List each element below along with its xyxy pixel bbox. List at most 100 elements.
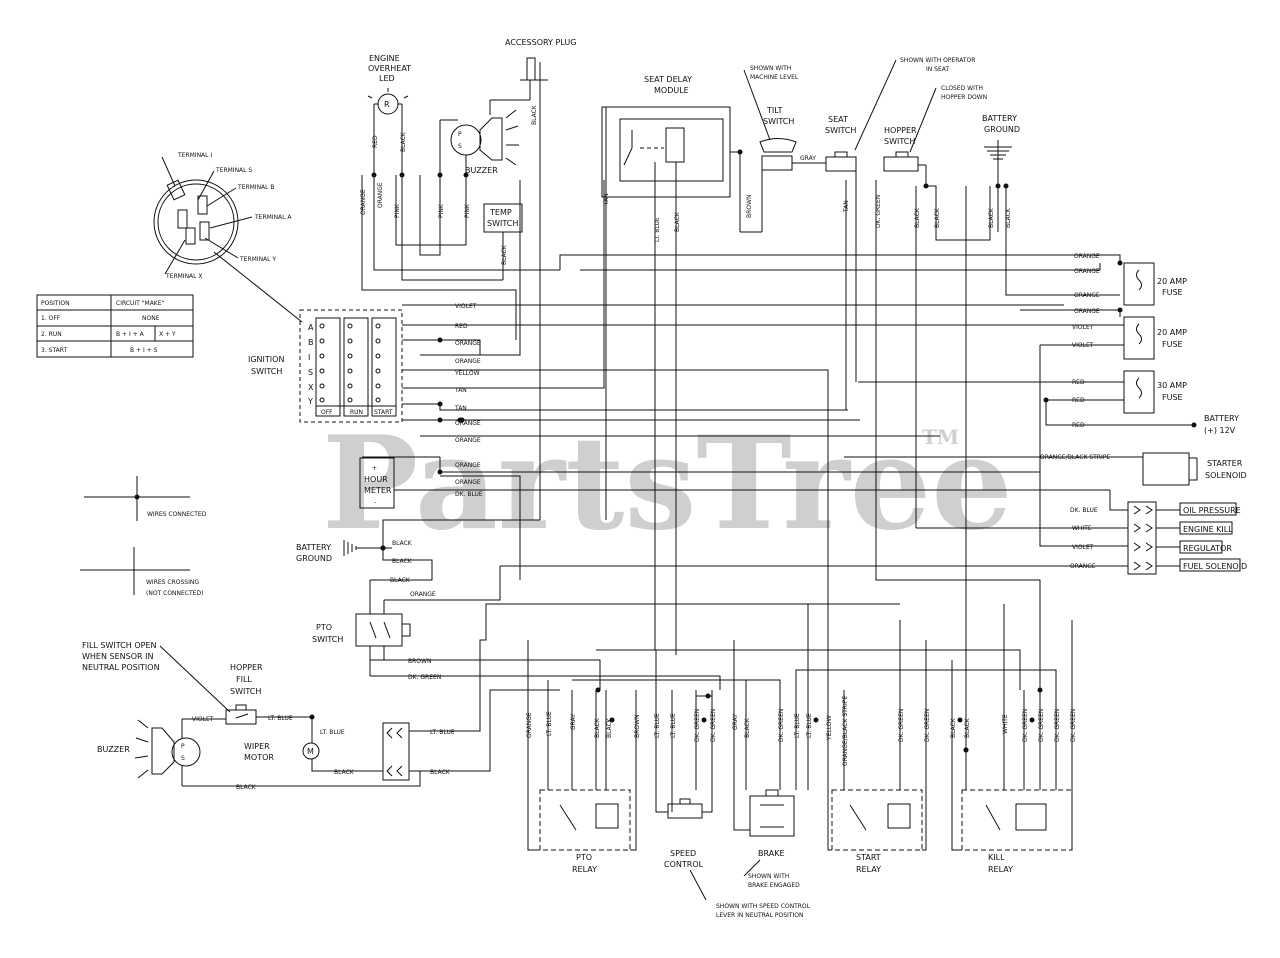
temp-switch-label-2: SWITCH — [487, 219, 518, 228]
wire-label-v_black8: BLACK — [1005, 207, 1012, 228]
wire-label-v_orange2: ORANGE — [377, 182, 384, 208]
wire-label-w_orange1: ORANGE — [455, 340, 481, 347]
wire-label-r_violet3: VIOLET — [1072, 544, 1094, 551]
ig-contact — [375, 338, 381, 344]
ig-contact — [319, 368, 325, 374]
pto-relay-label-2: RELAY — [572, 865, 597, 874]
fuse-block-2 — [1123, 316, 1155, 360]
hopper-switch — [883, 87, 937, 186]
wire-label-v_black2: BLACK — [531, 104, 538, 125]
wire-label-b_ltblue2: LT. BLUE — [654, 713, 661, 738]
wire-label-v_gray: GRAY — [800, 155, 816, 162]
buzzer-p: P — [458, 131, 462, 138]
temp-switch — [483, 203, 523, 280]
led-label-2: OVERHEAT — [368, 64, 411, 73]
wire-orange-b — [420, 180, 521, 356]
table-row-run: 2. RUN — [41, 331, 62, 338]
ig-contact — [375, 353, 381, 359]
table-cell-run-1: B + I + A — [116, 331, 145, 338]
fuse-block-3 — [1123, 370, 1155, 414]
wire-label-w_black3: BLACK — [390, 577, 411, 584]
brake-label: BRAKE — [758, 849, 785, 858]
wire-label-v_black7: BLACK — [988, 207, 995, 228]
wire-label-v_black5: BLACK — [914, 207, 921, 228]
wire-relay-top — [572, 679, 781, 690]
wire-orange-bus-3 — [1005, 186, 1120, 296]
speed-control-label-2: CONTROL — [664, 860, 704, 869]
wiper-motor — [302, 742, 320, 760]
wire-label-b_dkgreen3: DK. GREEN — [778, 709, 785, 742]
start-relay-label-1: START — [856, 853, 881, 862]
hopper-switch-label-1: HOPPER — [884, 126, 917, 135]
junction-dot — [463, 172, 469, 178]
accessory-plug — [490, 57, 548, 520]
wire-yellow — [402, 369, 829, 690]
ig-contact — [319, 397, 325, 403]
wire-label-b_dkgreen4: DK. GREEN — [898, 709, 905, 742]
wire-label-v_dkgreen: DK. GREEN — [875, 195, 882, 228]
ignition-switch-block — [299, 309, 403, 423]
wire-orange-a — [402, 339, 481, 355]
conn-regulator: REGULATOR — [1183, 544, 1232, 553]
wire-black-acc — [382, 519, 540, 548]
legend-connected-label: WIRES CONNECTED — [147, 511, 207, 518]
wire-black-gnd — [926, 185, 991, 241]
conn-oil-pressure: OIL PRESSURE — [1183, 506, 1241, 515]
fill-note-3: NEUTRAL POSITION — [82, 663, 160, 672]
legend-crossing-symbol — [80, 547, 190, 595]
seat-delay-label-2: MODULE — [654, 86, 689, 95]
wiper-label-1: WIPER — [244, 742, 270, 751]
kill-relay-label-1: KILL — [988, 853, 1005, 862]
pto-switch — [355, 580, 411, 676]
wire-label-w_brown1: BROWN — [408, 658, 431, 665]
brake-note-1: SHOWN WITH — [748, 873, 789, 880]
wire-label-v_pink2: PINK — [438, 203, 445, 218]
speed-note-2: LEVER IN NEUTRAL POSITION — [716, 912, 803, 919]
junction-dot — [923, 183, 929, 189]
hopper-switch-label-2: SWITCH — [884, 137, 915, 146]
ig-contact — [347, 353, 353, 359]
wire-label-b_gray: GRAY — [570, 714, 577, 730]
junction-dot — [371, 172, 377, 178]
legend-connected-symbol — [84, 476, 190, 521]
wire-label-b_dkgreen2: DK. GREEN — [710, 709, 717, 742]
fuse1-label-2: FUSE — [1162, 288, 1183, 297]
hopper-fill-label-2: FILL — [236, 675, 252, 684]
wire-label-w_dkgreen1: DK. GREEN — [408, 674, 441, 681]
junction-dot — [705, 693, 711, 699]
wire-label-b_brown: BROWN — [634, 715, 641, 738]
wire-label-b_dkgreen6: DK. GREEN — [1022, 709, 1029, 742]
wire-label-b_orange: ORANGE — [526, 712, 533, 738]
wire-label-v_black6: BLACK — [934, 207, 941, 228]
ig-row-x: X — [308, 383, 314, 392]
wire-label-w_orange6: ORANGE — [455, 479, 481, 486]
wire-ltblue-conn — [409, 603, 900, 732]
ig-row-y: Y — [307, 397, 313, 406]
table-row-off: 1. OFF — [41, 315, 61, 322]
wire-label-w_tan2: TAN — [454, 405, 467, 412]
terminal-i-label: TERMINAL I — [177, 152, 212, 159]
speed-note-1: SHOWN WITH SPEED CONTROL — [716, 903, 811, 910]
ig-contact — [319, 338, 325, 344]
junction-dot — [380, 545, 386, 551]
wire-dkgreen-pto — [370, 675, 721, 690]
wire-label-b_dkgreen5: DK. GREEN — [924, 709, 931, 742]
connector-label-boxes — [1179, 502, 1241, 572]
starter-label-1: STARTER — [1207, 459, 1243, 468]
wire-orange-f — [440, 475, 521, 580]
table-row-start: 3. START — [41, 347, 67, 354]
seat-note-2: IN SEAT — [926, 66, 949, 73]
wire-orange-led — [361, 175, 517, 340]
wire-label-r_dkblue: DK. BLUE — [1070, 507, 1098, 514]
wire-label-l_ltblue1: LT. BLUE — [268, 715, 293, 722]
wire-red-down — [373, 175, 560, 271]
wire-dkgreen-main — [875, 180, 1041, 690]
wire-orange-bus-4 — [1020, 309, 1121, 317]
terminal-b-label: TERMINAL B — [237, 184, 275, 191]
engine-connector — [1127, 501, 1180, 575]
speed-control-label-1: SPEED — [670, 849, 696, 858]
ignition-table — [36, 294, 194, 358]
junction-dot — [595, 687, 601, 693]
wire-label-v_black4: BLACK — [674, 211, 681, 232]
